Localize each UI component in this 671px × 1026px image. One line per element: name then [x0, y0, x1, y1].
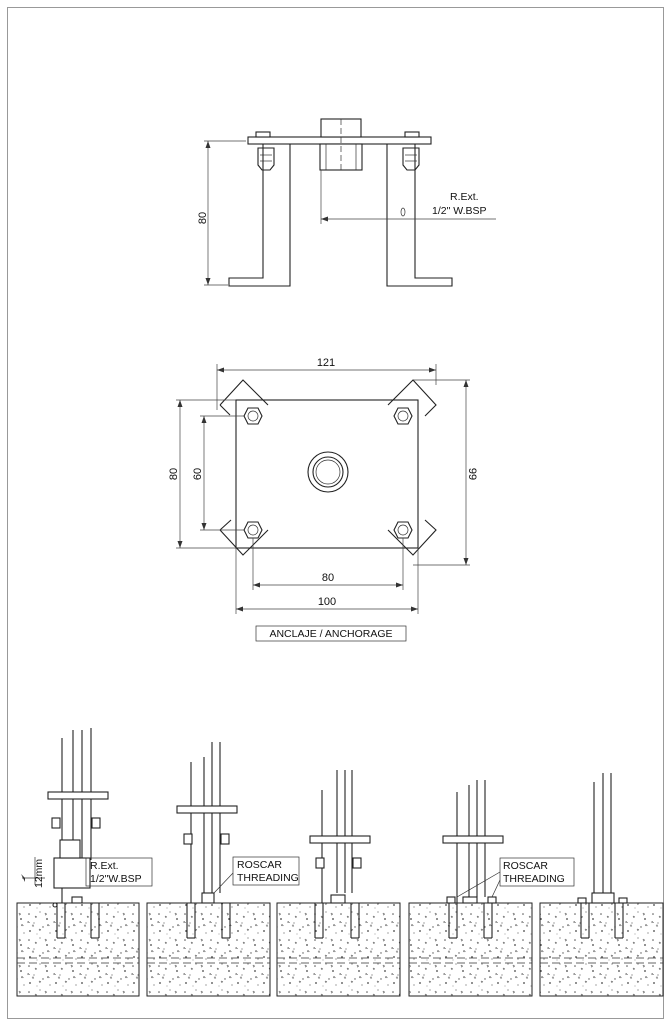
bolt-nut: [393, 521, 413, 539]
plan-dim-bottom-outer: 100: [318, 596, 336, 608]
step-2: ROSCAR THREADING: [176, 742, 300, 939]
plan-dim-bottom-inner: 80: [322, 572, 334, 584]
plan-dim-right: 99: [466, 468, 478, 480]
plan-caption: ANCLAJE / ANCHORAGE: [269, 628, 392, 640]
step4-label-2: THREADING: [503, 873, 565, 885]
step-3: [309, 770, 371, 939]
step-5: [577, 773, 628, 939]
side-thread-label-1: R.Ext.: [450, 191, 479, 203]
bolt-nut: [393, 407, 413, 425]
sheet-border: [7, 7, 664, 1019]
bolt-nut: [243, 407, 263, 425]
step-4: ROSCAR THREADING: [442, 780, 575, 939]
step-1: 12mm R.Ext. 1/2"W.BSP: [21, 728, 153, 939]
step1-weld-label: 12mm: [33, 859, 45, 888]
concrete-block-2: [146, 902, 271, 997]
concrete-block-5: [539, 902, 664, 997]
side-height-dim: 80: [197, 212, 209, 224]
step2-label-1: ROSCAR: [237, 859, 282, 871]
step2-label-2: THREADING: [237, 872, 299, 884]
concrete-block-4: [408, 902, 533, 997]
installation-steps: 12mm R.Ext. 1/2"W.BSP ROSCAR THREADING: [16, 728, 664, 997]
side-thread-label-2: 1/2" W.BSP: [432, 205, 487, 217]
step1-label-2: 1/2"W.BSP: [90, 873, 142, 885]
plan-dim-left-outer: 80: [168, 468, 180, 480]
step1-label-1: R.Ext.: [90, 860, 119, 872]
side-view: 80 R.Ext. 1/2" W.BSP: [197, 118, 496, 287]
plan-dim-left-inner: 60: [192, 468, 204, 480]
plan-dim-top: 121: [317, 357, 335, 369]
concrete-block-1: [16, 902, 140, 997]
plan-view: 121 80 60 99 80 100 ANCLAJE / ANCHO: [168, 357, 478, 642]
concrete-block-3: [276, 902, 401, 997]
bolt-nut: [243, 521, 263, 539]
step4-label-1: ROSCAR: [503, 860, 548, 872]
